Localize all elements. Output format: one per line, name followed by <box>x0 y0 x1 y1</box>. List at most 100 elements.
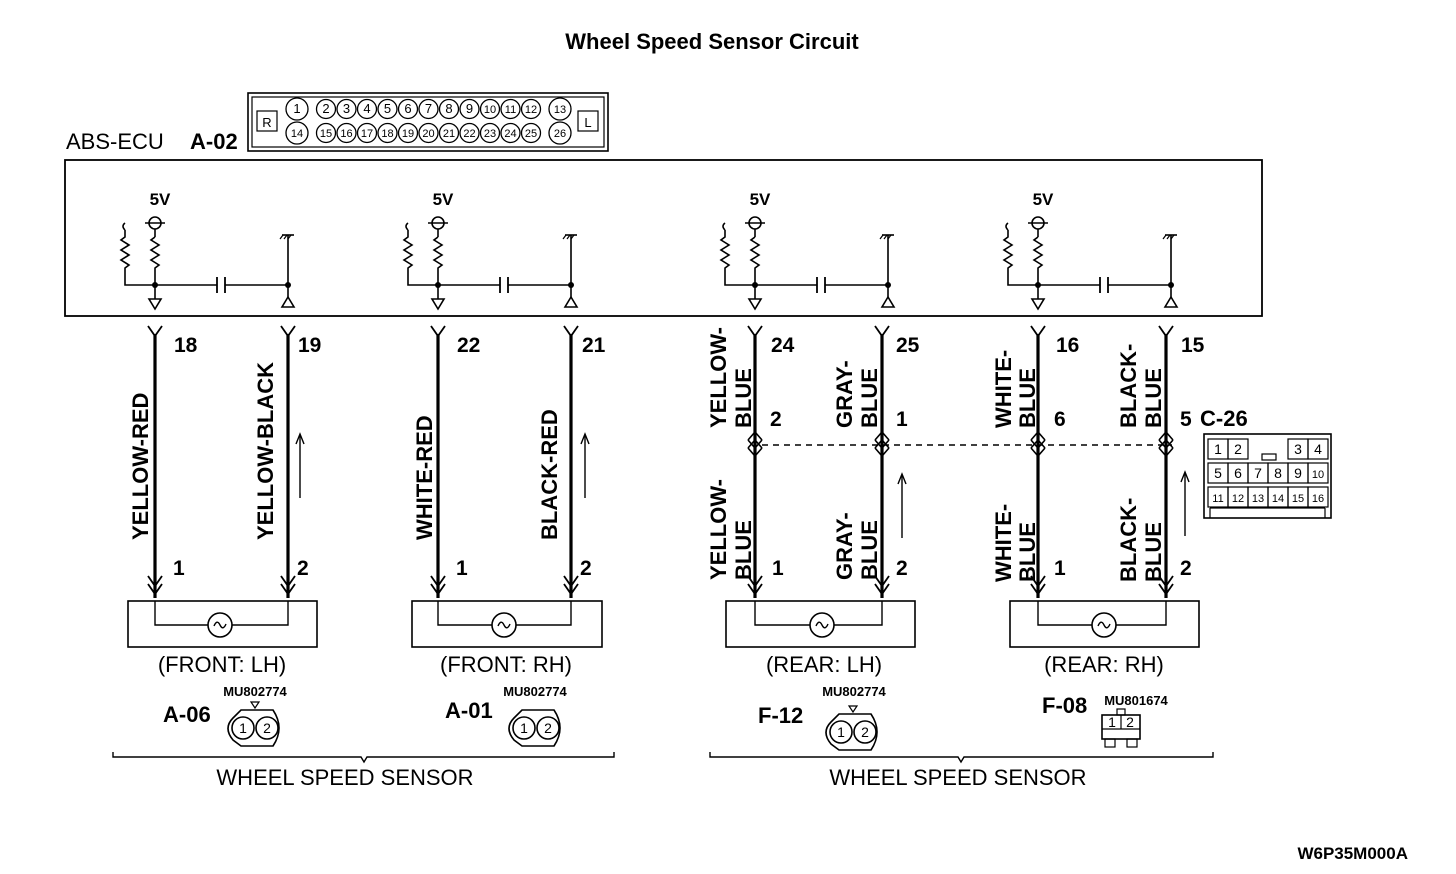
ecu-pin-number: 12 <box>525 104 537 116</box>
c26-pin-number: 15 <box>1292 493 1304 505</box>
ecu-pin-circle <box>356 122 378 144</box>
wire-color-b-upper: BLACK- <box>1116 344 1141 428</box>
ecu-label: ABS-ECU <box>66 129 164 154</box>
signal-arrow <box>897 472 907 538</box>
wire-color-a-upper: YELLOW- <box>706 327 731 428</box>
wire-color-a-lower-2: BLUE <box>1015 522 1040 582</box>
wire-color-b-lower-2: BLUE <box>857 520 882 580</box>
ecu-pin-15: 15 <box>1181 334 1205 357</box>
flat-connector-icon: 1 2 <box>1101 708 1141 748</box>
sensor-label: (REAR: RH) <box>1044 652 1164 677</box>
c26-pin-number: 8 <box>1274 465 1282 481</box>
ecu-pin-number: 4 <box>363 101 370 116</box>
sensor-pin-1: 1 <box>1054 557 1066 580</box>
conn-pin-2: 2 <box>544 720 552 736</box>
ecu-pin-circle <box>336 98 357 120</box>
ecu-pin-circle <box>315 98 337 120</box>
wire-color-b-lower: BLACK- <box>1116 498 1141 582</box>
c26-cell <box>1307 462 1329 484</box>
c26-pin-number: 11 <box>1212 493 1223 505</box>
ecu-pin-22: 22 <box>457 334 480 357</box>
signal-arrow <box>580 432 590 498</box>
sensor-pin-1: 1 <box>772 557 784 580</box>
ecu-pin-21: 21 <box>582 334 606 357</box>
c26-pin-number: 13 <box>1252 493 1264 505</box>
ecu-pin-circle <box>500 98 521 120</box>
ecu-pin-circle <box>397 98 419 120</box>
ecu-pin-circle <box>377 98 398 120</box>
signal-arrow <box>1180 470 1190 536</box>
ecu-pin-number: 26 <box>554 128 566 140</box>
sensor-box <box>1009 600 1200 648</box>
ecu-pin-number: 16 <box>340 128 352 140</box>
connector-side-right: L <box>584 115 591 130</box>
conn-pin-1: 1 <box>520 720 528 736</box>
wire-color-a: YELLOW-RED <box>128 393 153 540</box>
conn-pin-2: 2 <box>1126 714 1134 730</box>
c26-pin-number: 3 <box>1294 441 1302 457</box>
group-label-front: WHEEL SPEED SENSOR <box>216 765 473 790</box>
ecu-pin-circle <box>418 122 439 144</box>
ecu-pin-circle <box>397 122 419 144</box>
ecu-pin-circle <box>377 122 398 144</box>
ecu-pin-circle <box>520 122 542 144</box>
ecu-circuit-1: 5V <box>120 190 295 310</box>
connector-code: A-01 <box>445 698 493 723</box>
ecu-pin-circle <box>285 121 309 145</box>
ecu-pin-number: 9 <box>466 101 473 116</box>
part-number: MU802774 <box>822 684 886 699</box>
ecu-pin-circle <box>459 98 480 120</box>
c26-cell <box>1227 438 1249 460</box>
sensor-box <box>725 600 916 648</box>
wire-color-b-upper: GRAY- <box>832 360 857 428</box>
ecu-pin-25: 25 <box>896 334 920 357</box>
c26-pin-number: 12 <box>1232 493 1244 505</box>
conn-pin-2: 2 <box>861 724 869 740</box>
ecu-pin-number: 24 <box>504 128 516 140</box>
wire-color-a-lower: YELLOW- <box>706 479 731 580</box>
ecu-pin-number: 10 <box>484 104 496 116</box>
ecu-pin-circle <box>438 98 460 120</box>
group-label-rear: WHEEL SPEED SENSOR <box>829 765 1086 790</box>
ecu-pin-number: 15 <box>320 128 332 140</box>
c26-pin-number: 4 <box>1314 441 1322 457</box>
connector-code: F-08 <box>1042 693 1087 718</box>
c26-pin-number: 6 <box>1234 465 1242 481</box>
ecu-pin-number: 17 <box>361 128 373 140</box>
wire-color-a-lower-2: BLUE <box>731 520 756 580</box>
c26-pin-number: 2 <box>1234 441 1242 457</box>
wire-color-a: WHITE-RED <box>412 415 437 540</box>
channel-front-rh: 22 21 WHITE-RED BLACK-RED 1 2 (FRONT: RH… <box>411 325 606 747</box>
ecu-pin-circle <box>356 98 378 120</box>
mid-pin-a: 6 <box>1054 408 1066 431</box>
round-connector-icon: 1 2 <box>227 701 280 747</box>
wire-color-a-lower: WHITE- <box>991 504 1016 582</box>
ecu-pin-circle <box>548 121 572 145</box>
channel-front-lh: 18 19 YELLOW-RED YELLOW-BLACK 1 2 (FRONT… <box>127 325 321 747</box>
part-number: MU801674 <box>1104 693 1168 708</box>
c26-pin-number: 14 <box>1272 493 1284 505</box>
ecu-pin-circle <box>520 98 542 120</box>
supply-label-2: 5V <box>433 190 454 209</box>
wire-color-a-upper-2: BLUE <box>731 368 756 428</box>
connector-code: F-12 <box>758 703 803 728</box>
conn-pin-2: 2 <box>263 720 271 736</box>
connector-code: A-06 <box>163 702 211 727</box>
connector-side-left: R <box>262 115 271 130</box>
ecu-pin-number: 5 <box>384 101 391 116</box>
sensor-pin-2: 2 <box>1180 557 1192 580</box>
ecu-pin-circle <box>315 122 337 144</box>
ecu-pin-number: 14 <box>291 128 303 140</box>
c26-pin-number: 9 <box>1294 465 1302 481</box>
conn-pin-1: 1 <box>1108 714 1116 730</box>
sensor-pin-1: 1 <box>456 557 468 580</box>
channel-rear-rh: 16 15 WHITE- BLUE BLACK- BLUE 6 5 WHITE-… <box>991 325 1205 748</box>
diagram-title: Wheel Speed Sensor Circuit <box>565 29 859 54</box>
ecu-connector-code: A-02 <box>190 129 238 154</box>
part-number: MU802774 <box>503 684 567 699</box>
ecu-pin-19: 19 <box>298 334 321 357</box>
ecu-pin-circle <box>479 98 501 120</box>
